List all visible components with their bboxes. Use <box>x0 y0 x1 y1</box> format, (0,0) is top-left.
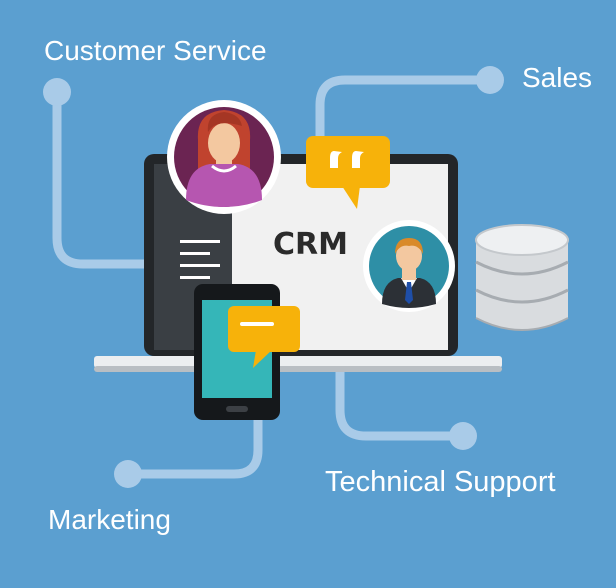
connector-technical-support <box>335 365 468 441</box>
speech-bubble-icon <box>306 136 390 209</box>
connector-customer-service <box>52 87 155 269</box>
connector-sales <box>315 75 495 173</box>
label-technical-support: Technical Support <box>325 466 556 498</box>
female-agent-avatar-icon <box>167 100 281 214</box>
node-marketing <box>114 460 142 488</box>
label-sales: Sales <box>522 62 593 93</box>
node-customer-service <box>43 78 71 106</box>
node-technical-support <box>449 422 477 450</box>
male-businessman-avatar-icon <box>363 220 455 312</box>
label-marketing: Marketing <box>48 504 171 535</box>
node-sales <box>476 66 504 94</box>
connector-nodes <box>43 66 504 488</box>
connector-marketing <box>123 415 263 479</box>
label-customer-service: Customer Service <box>44 35 267 66</box>
crm-screen-title: CRM <box>273 227 348 262</box>
connector-lines <box>52 75 495 479</box>
phone-speech-bubble-icon <box>228 306 300 368</box>
database-icon <box>475 224 569 331</box>
